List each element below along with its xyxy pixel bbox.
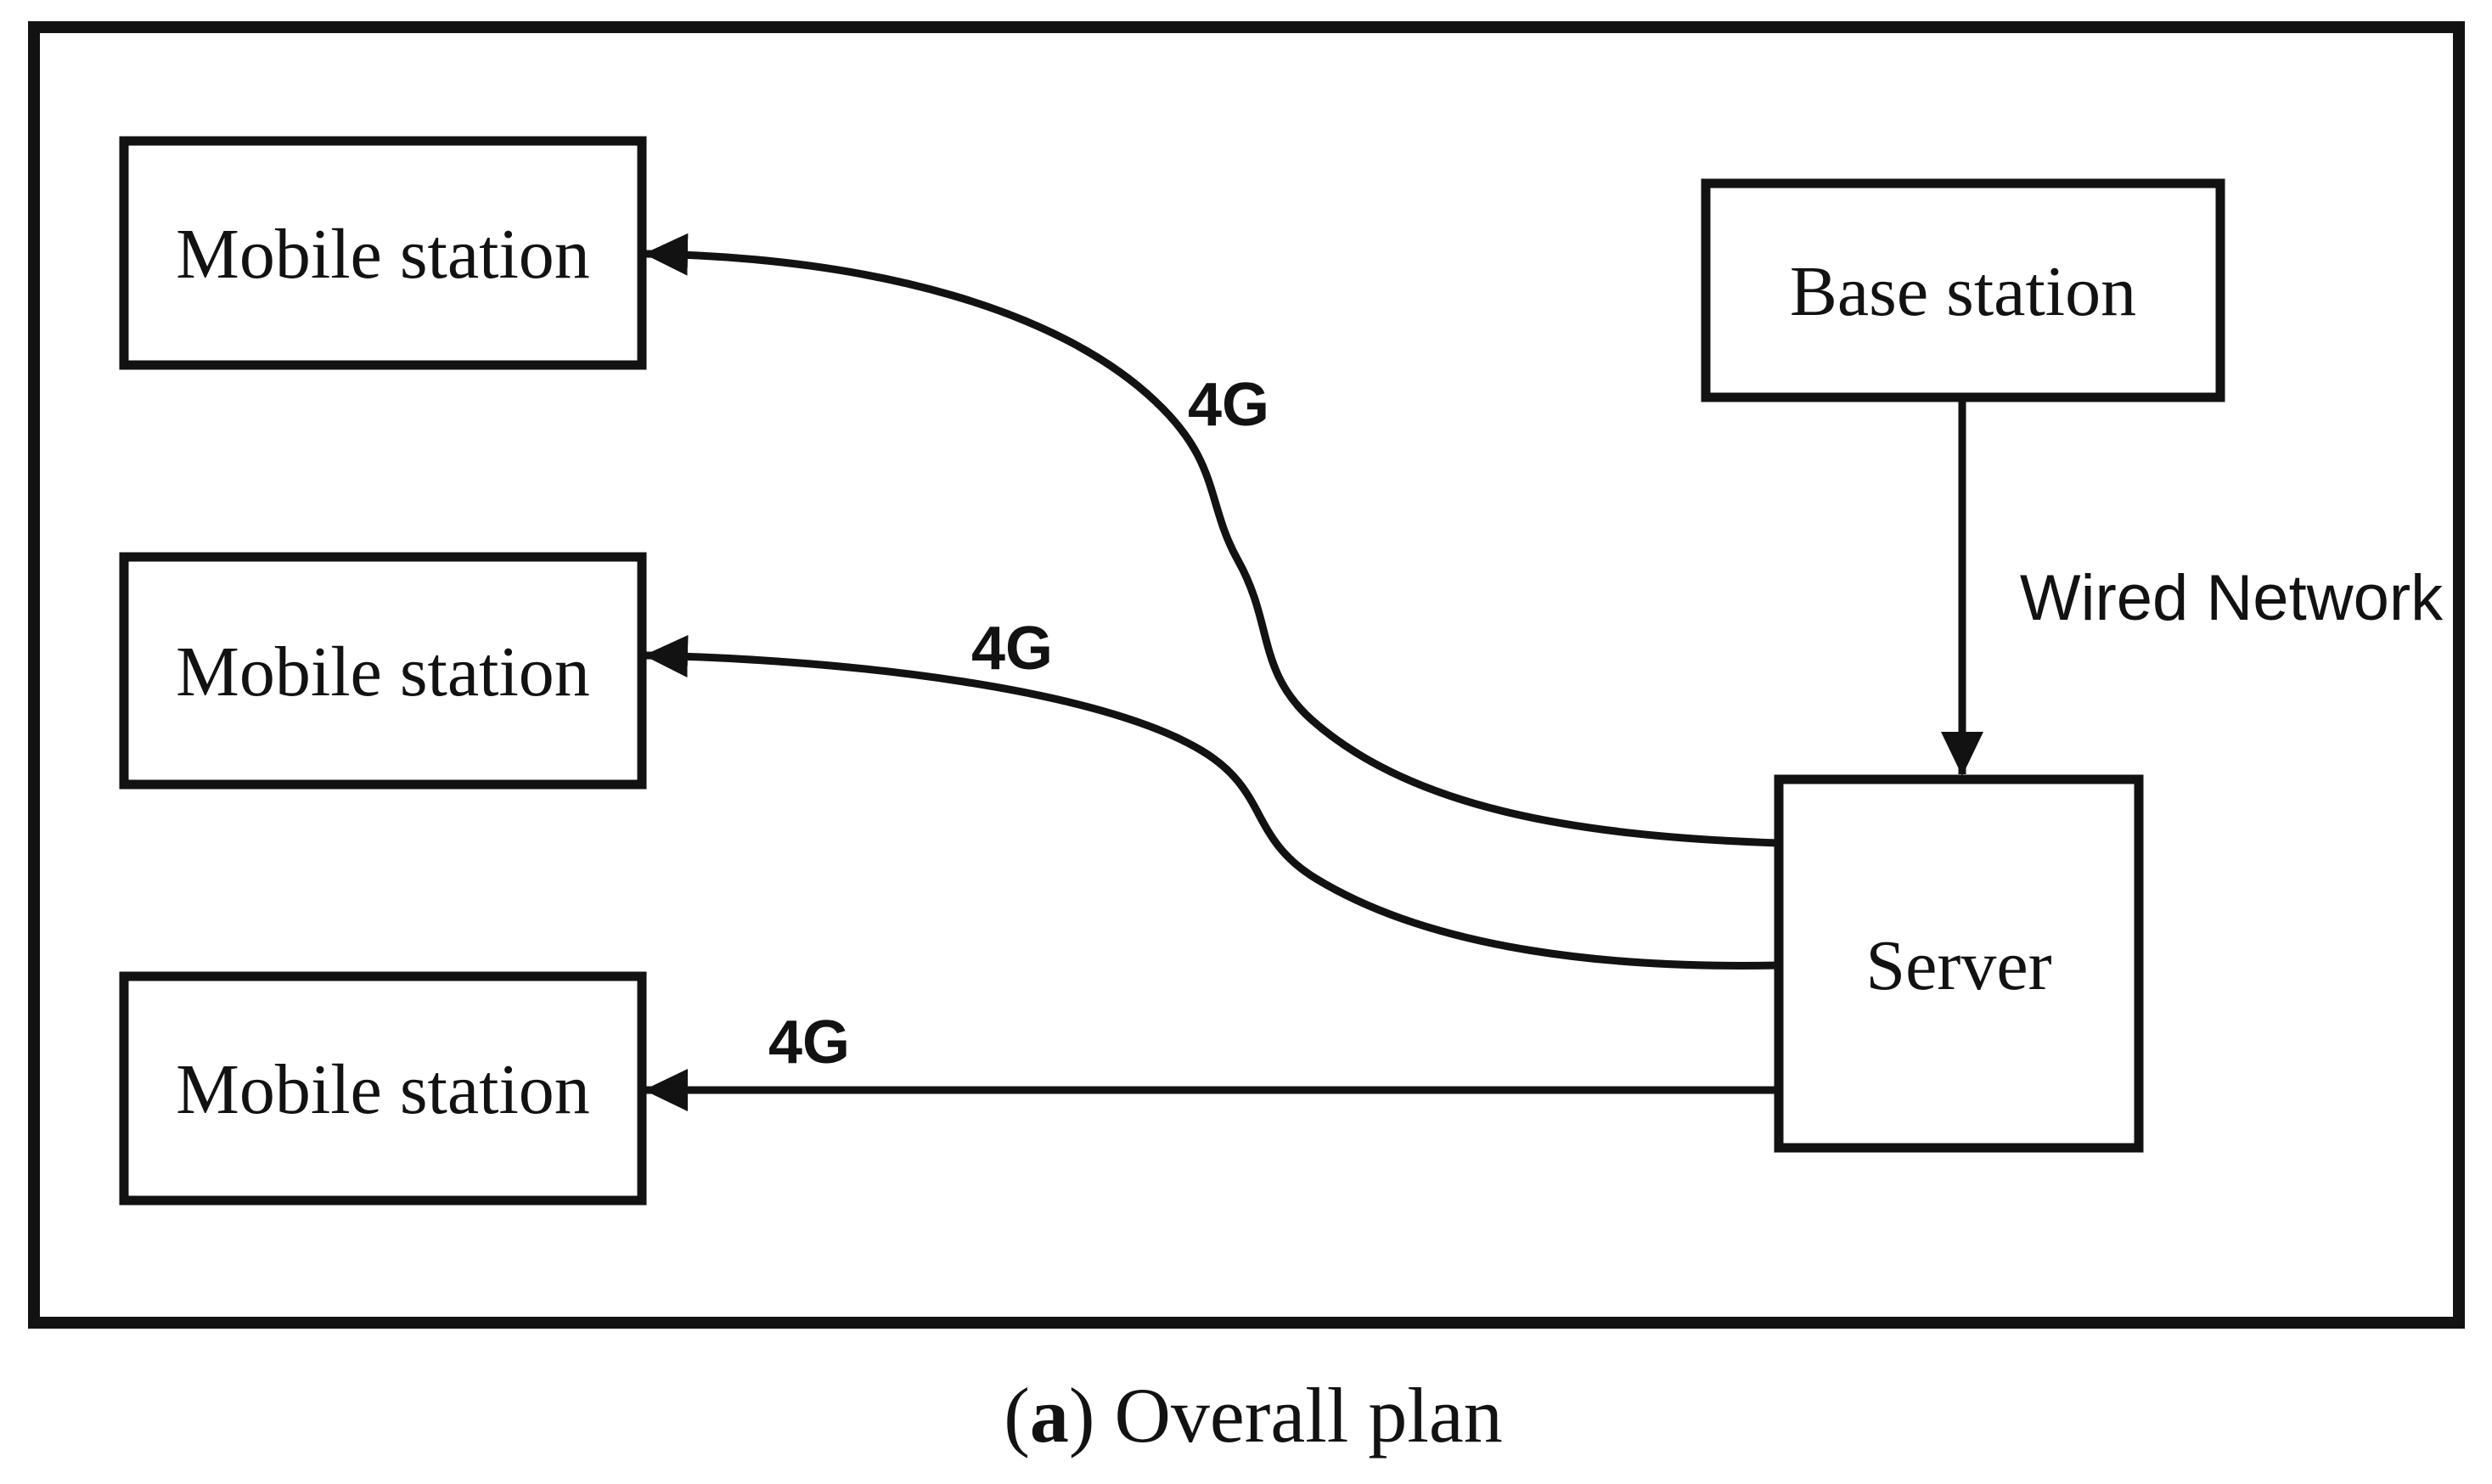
4g-label-2: 4G — [971, 615, 1053, 683]
mobile-station-1-box — [119, 136, 647, 370]
mobile-station-1-label: Mobile station — [176, 215, 590, 294]
mobile-station-3-box — [119, 971, 647, 1206]
server-box — [1774, 774, 2144, 1153]
base-station-box — [1701, 178, 2225, 402]
caption-index: a — [1030, 1372, 1069, 1459]
4g-label-3: 4G — [768, 1009, 850, 1076]
link-server-to-mobile2 — [644, 635, 1780, 970]
caption-text: ) Overall plan — [1069, 1372, 1503, 1459]
diagram-border — [28, 21, 2465, 1329]
mobile-station-2-box — [119, 552, 647, 790]
wired-network-label: Wired Network — [2020, 562, 2444, 634]
server-label: Server — [1865, 926, 2051, 1005]
caption-open-paren: ( — [1004, 1372, 1030, 1459]
4g-label-1: 4G — [1188, 371, 1269, 439]
mobile-station-2-label: Mobile station — [176, 632, 590, 711]
link-server-to-mobile1 — [644, 233, 1780, 847]
figure-caption: (a) Overall plan — [1004, 1372, 1503, 1459]
mobile-station-3-label: Mobile station — [176, 1050, 590, 1129]
base-station-label: Base station — [1790, 252, 2136, 331]
